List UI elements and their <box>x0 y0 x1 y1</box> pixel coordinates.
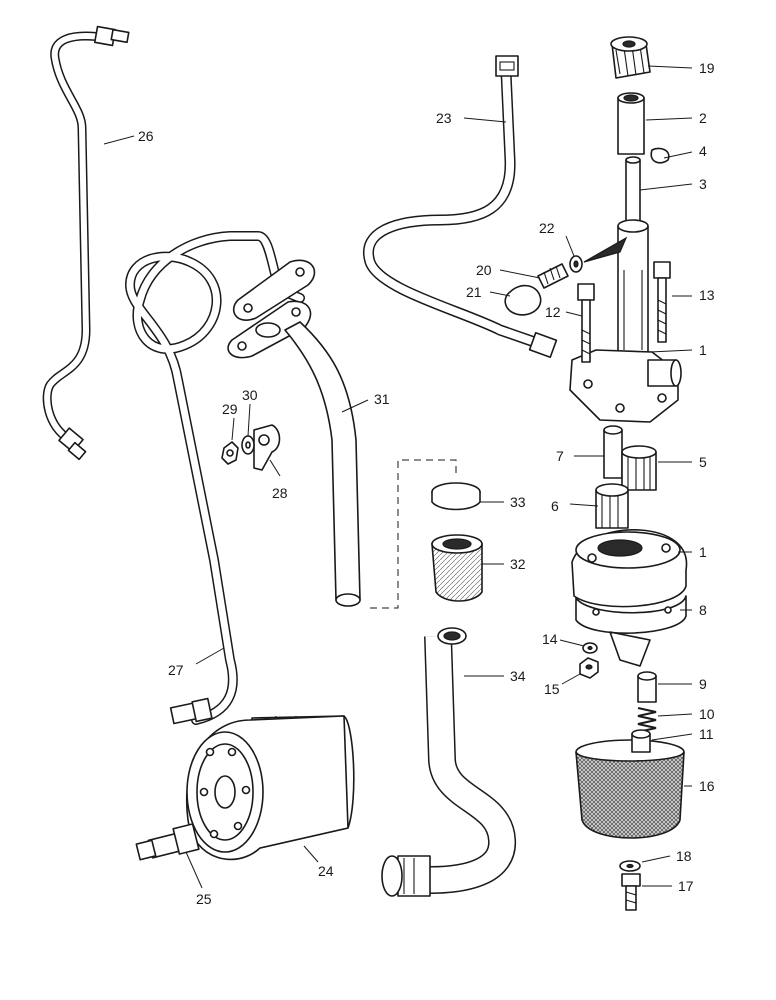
adapter-25 <box>135 823 200 861</box>
gear-6 <box>595 483 629 529</box>
callout-30: 30 <box>242 387 258 403</box>
callout-22: 22 <box>539 220 555 236</box>
washer-22 <box>569 255 583 273</box>
callout-4: 4 <box>699 143 707 159</box>
washer-18 <box>619 860 641 872</box>
callout-7: 7 <box>556 448 564 464</box>
callout-18: 18 <box>676 848 692 864</box>
callout-24: 24 <box>318 863 334 879</box>
sleeve-2 <box>617 92 645 155</box>
callout-1a: 1 <box>699 342 707 358</box>
washer-14 <box>582 642 598 654</box>
callout-5: 5 <box>699 454 707 470</box>
callout-28: 28 <box>272 485 288 501</box>
callout-15: 15 <box>544 681 560 697</box>
hose-32 <box>431 534 483 602</box>
callout-20: 20 <box>476 262 492 278</box>
bolt-13 <box>653 261 671 343</box>
pipe-27 <box>124 231 316 725</box>
callout-6: 6 <box>551 498 559 514</box>
callout-2: 2 <box>699 110 707 126</box>
nut-15 <box>579 657 599 679</box>
callout-31: 31 <box>374 391 390 407</box>
callout-32: 32 <box>510 556 526 572</box>
pump-housing-1 <box>571 529 688 608</box>
leader-lines <box>103 65 693 889</box>
plunger-9 <box>637 671 657 703</box>
gear-19 <box>610 36 651 79</box>
hose-clip-33 <box>431 482 481 511</box>
pump-body-1 <box>569 219 682 423</box>
pipe-26 <box>42 25 130 461</box>
bolt-17 <box>621 873 641 911</box>
callout-26: 26 <box>138 128 154 144</box>
callout-34: 34 <box>510 668 526 684</box>
plunger-20 <box>537 263 569 289</box>
callout-33: 33 <box>510 494 526 510</box>
callout-9: 9 <box>699 676 707 692</box>
dashed-link <box>370 459 457 609</box>
callout-8: 8 <box>699 602 707 618</box>
callout-25: 25 <box>196 891 212 907</box>
callout-12: 12 <box>545 304 561 320</box>
cover-8 <box>575 595 687 667</box>
nut-29 <box>221 441 239 465</box>
cap-nut-21 <box>504 284 542 316</box>
key-4 <box>650 147 670 164</box>
callout-23: 23 <box>436 110 452 126</box>
callout-13: 13 <box>699 287 715 303</box>
callout-17: 17 <box>678 878 694 894</box>
strainer-16 <box>575 729 685 839</box>
washer-30 <box>241 435 255 455</box>
spring-10 <box>637 707 657 733</box>
callout-10: 10 <box>699 706 715 722</box>
clip-28 <box>253 424 281 471</box>
callout-1b: 1 <box>699 544 707 560</box>
callout-3: 3 <box>699 176 707 192</box>
callout-14: 14 <box>542 631 558 647</box>
callout-19: 19 <box>699 60 715 76</box>
pipe-31 <box>227 300 361 607</box>
callout-29: 29 <box>222 401 238 417</box>
callout-27: 27 <box>168 662 184 678</box>
callout-16: 16 <box>699 778 715 794</box>
spring-cone <box>583 236 628 263</box>
gear-5 <box>621 445 657 491</box>
pipe-23 <box>363 55 558 359</box>
oil-filter-24 <box>186 715 355 861</box>
pipe-34 <box>381 627 516 897</box>
pin-7 <box>603 425 623 479</box>
callout-21: 21 <box>466 284 482 300</box>
bolt-12 <box>577 283 595 363</box>
callout-11: 11 <box>699 726 714 742</box>
